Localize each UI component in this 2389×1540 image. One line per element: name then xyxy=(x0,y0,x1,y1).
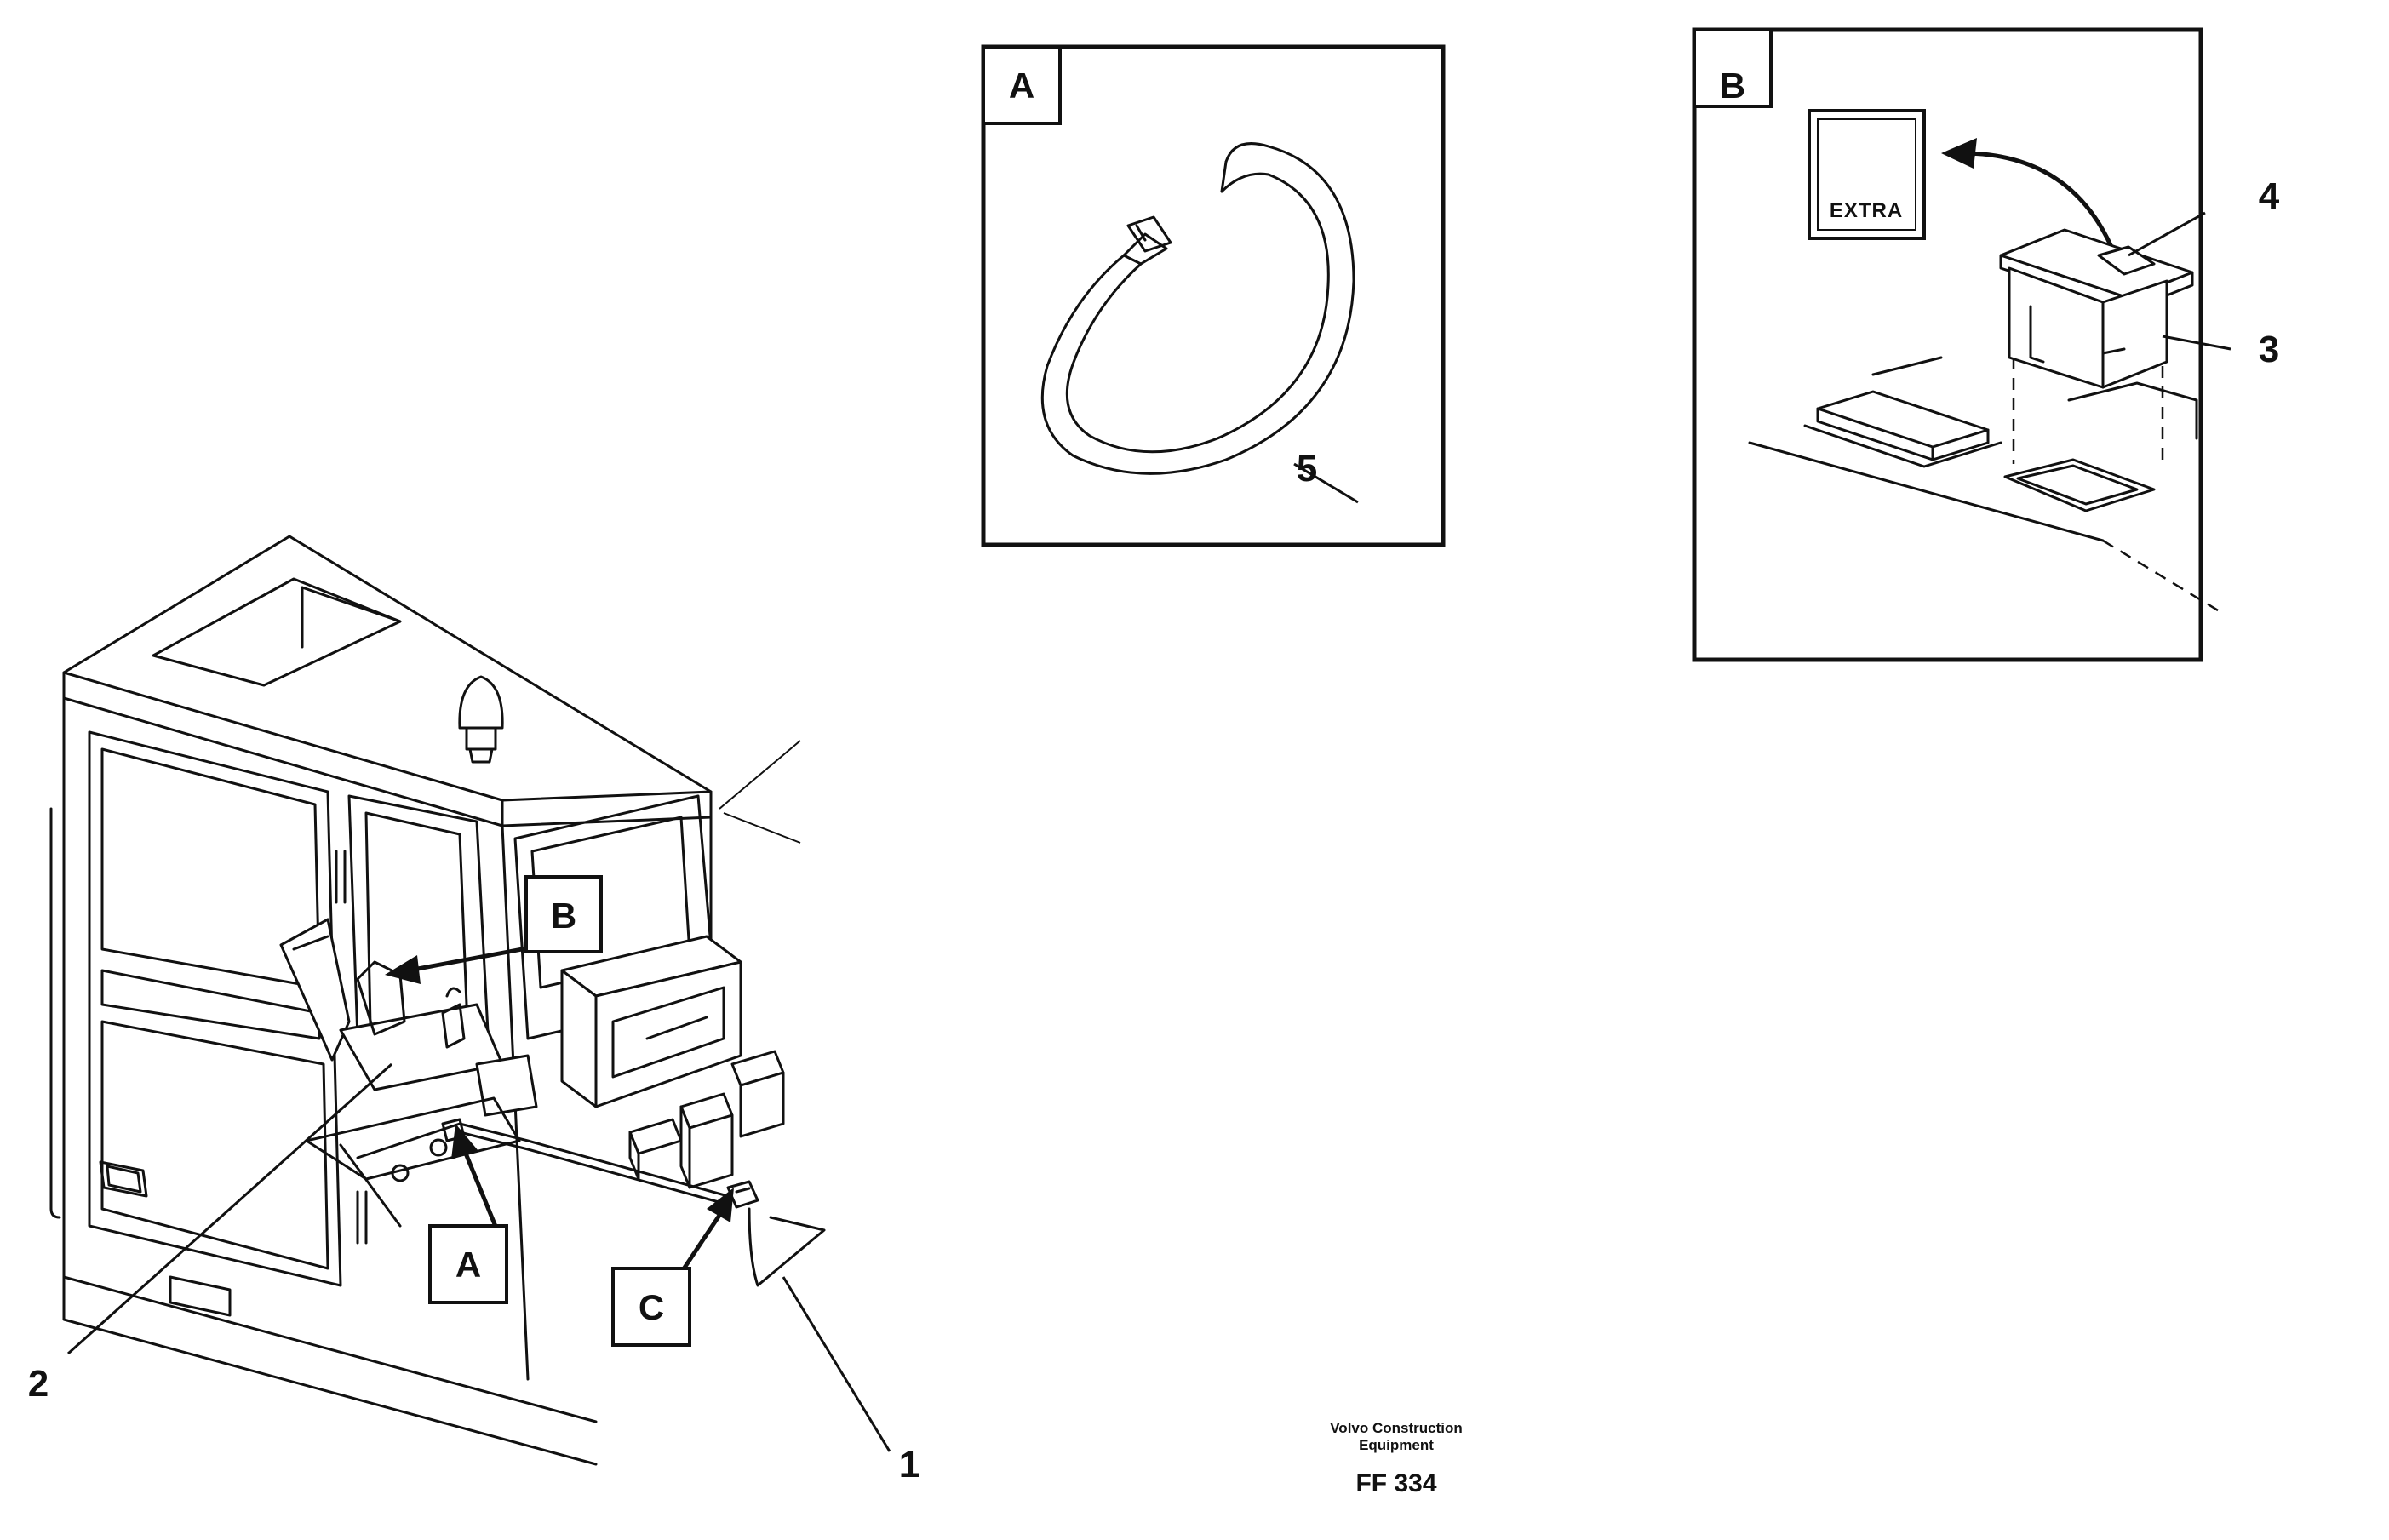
box-b-marker xyxy=(524,875,603,953)
box-c-marker xyxy=(611,1267,691,1347)
leader-1 xyxy=(782,1276,891,1452)
detail-b-label: B xyxy=(1720,66,1745,106)
detail-a-panel xyxy=(981,44,1446,547)
leader-3 xyxy=(2162,335,2231,351)
callout-3: 3 xyxy=(2259,329,2279,370)
callout-1: 1 xyxy=(899,1444,920,1486)
footer-company-line2: Equipment xyxy=(1359,1437,1434,1453)
footer-company-line1: Volvo Construction xyxy=(1330,1420,1463,1436)
box-b-label: B xyxy=(551,896,576,936)
cab-illustration xyxy=(49,535,826,1466)
cable-tie-illustration xyxy=(1040,142,1355,475)
extra-decal-text: EXTRA xyxy=(1830,199,1903,222)
footer-drawing-code: FF 334 xyxy=(1355,1469,1436,1497)
box-a-marker xyxy=(428,1224,508,1304)
callout-4: 4 xyxy=(2259,175,2280,217)
box-a-label: A xyxy=(455,1245,481,1285)
detail-b-panel xyxy=(1692,27,2223,662)
leader-5 xyxy=(1293,462,1359,504)
leader-4 xyxy=(2128,211,2206,257)
leader-lines xyxy=(66,211,2231,1452)
box-c-label: C xyxy=(639,1287,664,1327)
leader-2 xyxy=(66,1062,393,1355)
callout-5: 5 xyxy=(1297,448,1317,489)
extra-decal xyxy=(1808,109,1926,240)
callout-2: 2 xyxy=(28,1363,49,1405)
detail-a-label: A xyxy=(1009,66,1034,106)
